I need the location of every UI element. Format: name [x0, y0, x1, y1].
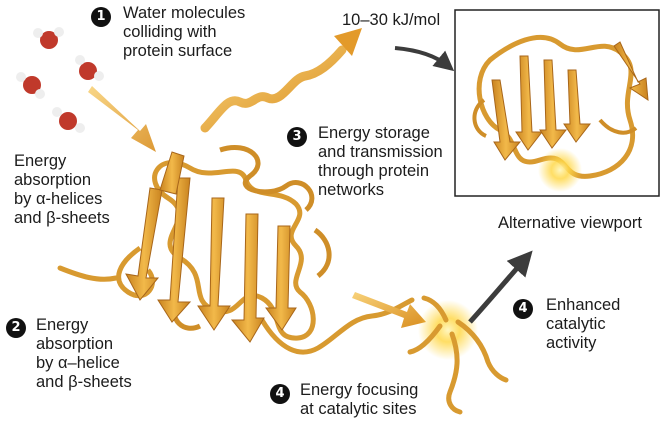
step-4a-badge: 4 [270, 384, 290, 404]
energy-arrow-icon [200, 28, 362, 133]
step-2-badge: 2 [6, 318, 26, 338]
inset-viewport [454, 9, 660, 197]
step-3-badge: 3 [287, 127, 307, 147]
step-2-label: Energy absorption by α–helice and β-shee… [36, 316, 132, 391]
protein-structure [57, 145, 415, 355]
water-molecule-icon [33, 27, 64, 49]
energy-absorption-label: Energy absorption by α-helices and β-she… [14, 152, 110, 227]
energy-arrow-icon [352, 292, 426, 328]
step-3-label: Energy storage and transmission through … [318, 124, 443, 199]
step-4b-badge: 4 [513, 299, 533, 319]
water-molecule-icon [52, 107, 85, 133]
energy-arrow-icon [468, 250, 533, 324]
step-4b-label: Enhanced catalytic activity [546, 296, 621, 352]
energy-range-label: 10–30 kJ/mol [342, 11, 441, 29]
water-molecule-icon [16, 72, 45, 99]
step-1-badge: 1 [91, 7, 111, 27]
step-4a-label: Energy focusing at catalytic sites [300, 381, 419, 418]
inset-caption: Alternative viewport [498, 214, 642, 232]
water-molecule-icon [75, 55, 104, 81]
catalytic-site-glow [407, 295, 509, 415]
energy-arrow-icon [394, 46, 455, 72]
energy-arrow-icon [88, 86, 156, 152]
step-1-label: Water molecules colliding with protein s… [123, 4, 246, 60]
